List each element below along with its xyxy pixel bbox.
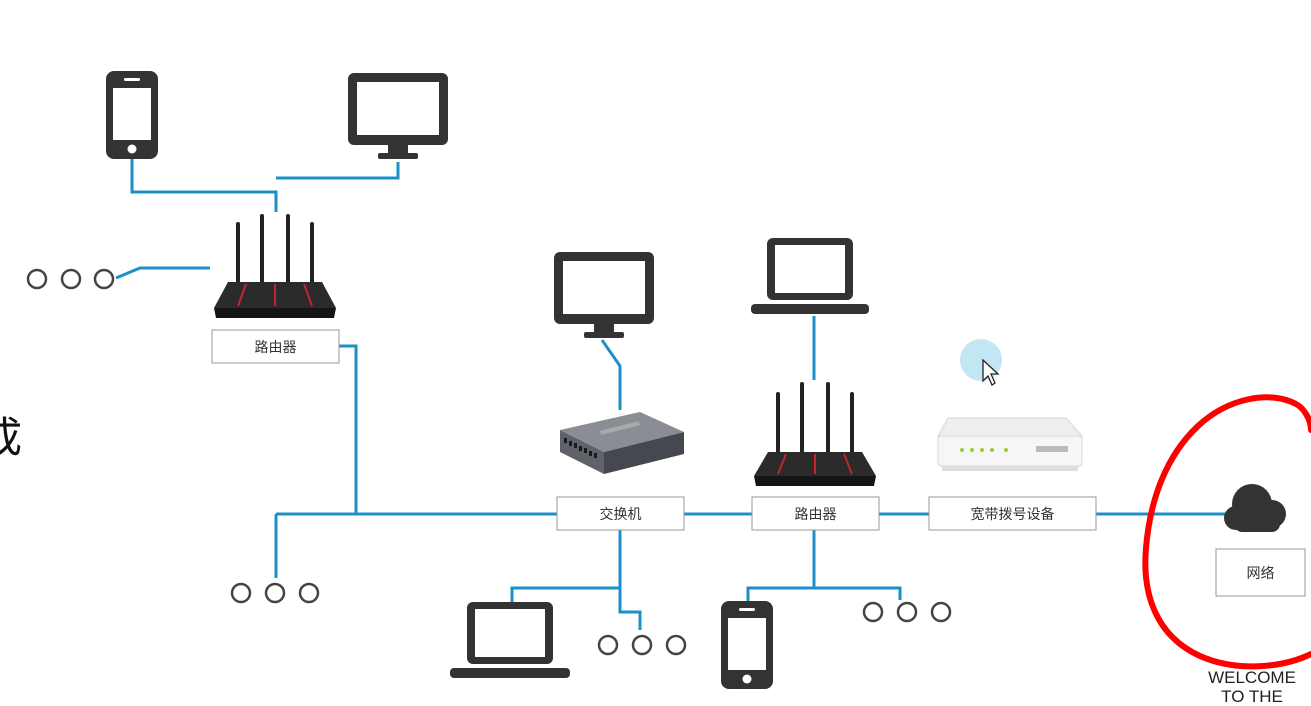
router-top-label: 路由器 [211, 329, 340, 364]
svg-text:宽带拨号设备: 宽带拨号设备 [971, 506, 1055, 523]
switch-icon [560, 412, 684, 474]
monitor-icon [554, 252, 654, 338]
welcome-line-2: TO THE [1221, 687, 1283, 706]
network-label: 网络 [1215, 548, 1306, 597]
router-icon [754, 382, 876, 486]
link-monitor-switch [600, 339, 622, 410]
laptop-icon [751, 238, 869, 314]
node-circles-router [862, 601, 952, 623]
node-circles-top [26, 268, 115, 290]
modem-icon [937, 417, 1084, 471]
link-nodes-router [115, 266, 210, 280]
router-mid-label: 路由器 [751, 496, 880, 531]
laptop-icon [450, 602, 570, 678]
node-circles-bus [230, 582, 320, 604]
switch-label: 交换机 [556, 496, 685, 531]
svg-text:路由器: 路由器 [255, 340, 297, 356]
link-switch-laptop [510, 530, 622, 604]
svg-text:路由器: 路由器 [795, 507, 837, 523]
node-circles-switch [597, 634, 687, 656]
link-router-nodes [814, 586, 902, 600]
connection-lines [115, 158, 1226, 630]
welcome-text: WELCOME TO THE [1196, 668, 1308, 706]
svg-text:网络: 网络 [1247, 566, 1275, 582]
svg-text:交换机: 交换机 [600, 506, 642, 523]
cursor-icon [960, 339, 1002, 386]
phone-icon [106, 71, 158, 159]
cloud-icon [1224, 484, 1286, 532]
link-phone-router [130, 158, 278, 212]
router-icon [214, 214, 336, 318]
link-router-bus [339, 344, 358, 514]
welcome-line-1: WELCOME [1208, 668, 1296, 687]
monitor-icon [348, 73, 448, 159]
link-monitor-router [276, 162, 400, 180]
broadband-label: 宽带拨号设备 [928, 496, 1097, 531]
link-switch-nodes [618, 588, 642, 630]
red-highlight-circle [1142, 394, 1311, 670]
link-router-phone [746, 530, 816, 604]
side-glyph: 成 [0, 413, 22, 462]
phone-icon [721, 601, 773, 689]
